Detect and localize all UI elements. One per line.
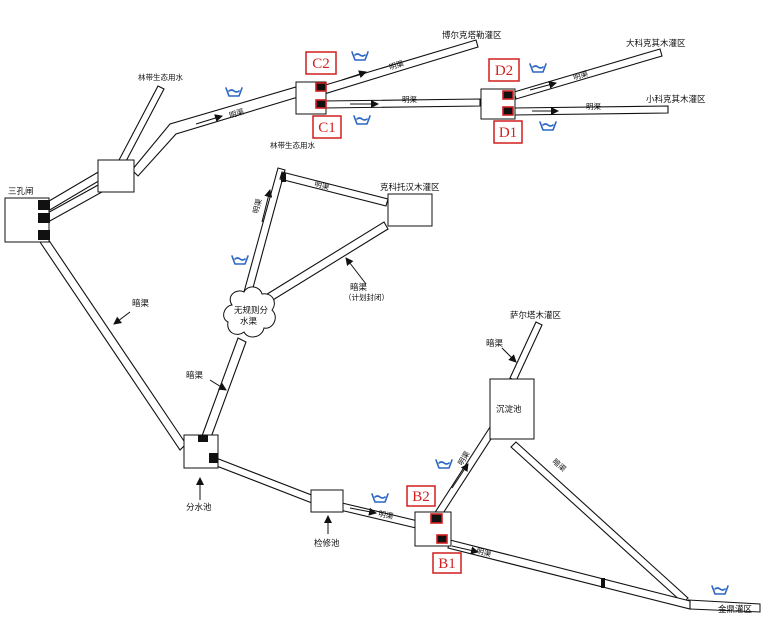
pipe-fenshui-to-jianxiu: [213, 457, 315, 504]
pointer-arrows: [113, 257, 517, 534]
flow-arrow-icon: [349, 507, 377, 516]
label-mingqu-5: 明渠: [586, 101, 601, 111]
water-level-icon: [231, 255, 249, 265]
label-chendian-chi: 沉淀池: [496, 404, 522, 415]
water-level-icon: [225, 87, 243, 97]
label-mingqu-4: 明渠: [572, 68, 590, 82]
water-level-icon: [371, 493, 389, 503]
label-wugui-line1: 无规则分: [234, 305, 269, 316]
mingqu-b-to-chendian: [433, 423, 499, 519]
svg-text:C2: C2: [312, 56, 330, 72]
code-c1: C1: [312, 115, 342, 139]
sankou-gate-box: [4, 197, 50, 243]
label-fenshui-chi: 分水池: [186, 502, 212, 513]
flow-arrow-icon: [451, 463, 469, 489]
code-d2: D2: [488, 58, 520, 82]
label-mingqu-8: 明渠: [378, 508, 395, 521]
gate-triangle-top: [281, 173, 286, 182]
code-d1: D1: [493, 120, 523, 144]
label-dake-irrig: 大科克其木灌区: [626, 38, 686, 49]
fenshui-chi-box: [183, 434, 219, 469]
anqu-sankou-to-fenshui: [39, 235, 187, 451]
label-boer-irrig: 博尔克塔勒灌区: [442, 30, 502, 41]
water-level-icon: [353, 115, 371, 125]
svg-text:B1: B1: [438, 556, 456, 572]
water-level-icons: [225, 51, 729, 595]
ketuo-box: [387, 193, 433, 227]
label-anqu-1: 暗渠: [132, 298, 150, 309]
label-jinding-irrig: 金鼎灌区: [718, 604, 753, 615]
label-anqu-2: 暗渠: [350, 282, 368, 293]
label-linmu-top: 林带生态用水: [138, 72, 183, 82]
label-mingqu-3: 明渠: [402, 94, 417, 104]
anqu-planned-closed: [263, 221, 389, 304]
water-level-icon: [539, 121, 557, 131]
pipe-sankou-to-box: [43, 170, 103, 223]
chendian-chi-box: [489, 378, 535, 440]
water-level-icon: [351, 51, 369, 61]
label-sankou-gate: 三孔闸: [8, 187, 34, 197]
svg-text:D1: D1: [499, 125, 517, 141]
water-level-icon: [711, 585, 729, 595]
flow-arrow-icon: [195, 114, 223, 125]
label-anqu-4: 暗渠: [486, 338, 504, 349]
wugui-cloud: [223, 286, 276, 338]
label-jianxiu-chi: 检修池: [314, 538, 340, 549]
jianxiu-chi-box: [310, 489, 344, 513]
svg-text:C1: C1: [318, 120, 336, 136]
water-level-icon: [435, 459, 453, 469]
mingqu-wugui-to-linmu: [243, 167, 286, 296]
label-mingqu-9: 明渠: [476, 545, 493, 558]
label-xiaoke-irrig: 小科克其木灌区: [646, 94, 706, 105]
label-saer-irrig: 萨尔塔木灌区: [510, 310, 562, 321]
svg-text:D2: D2: [495, 63, 513, 79]
label-linmu-mid: 林带生态用水: [270, 140, 315, 150]
label-mingqu-1: 明渠: [228, 106, 246, 120]
mingqu-to-ketuo: [279, 171, 389, 207]
channel-to-dake: [513, 48, 663, 100]
label-mingqu-6: 明渠: [250, 197, 263, 214]
code-c2: C2: [305, 51, 337, 75]
code-b2: B2: [406, 485, 436, 507]
label-ketuo-irrig: 克科托汉木灌区: [380, 182, 440, 193]
label-anqu-note: （计划封闭）: [344, 292, 389, 302]
anqu-to-saer: [509, 321, 543, 382]
gate-bottom-channel: [601, 578, 605, 588]
flow-arrow-icon: [451, 545, 479, 555]
small-distribution-box: [97, 159, 135, 193]
label-mingqu-7: 明渠: [314, 178, 331, 191]
label-anqu-3: 暗渠: [186, 370, 204, 381]
flow-arrow-icon: [341, 70, 367, 81]
flow-arrow-icon: [529, 80, 557, 91]
label-wugui-line2: 水渠: [240, 316, 258, 327]
label-mingqu-2: 明渠: [388, 58, 406, 72]
b-junction-box: [414, 511, 452, 547]
code-b1: B1: [432, 552, 462, 574]
d-junction-box: [480, 88, 516, 120]
water-level-icon: [529, 63, 547, 73]
flow-arrows: [195, 70, 559, 555]
c-junction-box: [295, 81, 327, 115]
label-anqu-5: 暗渠: [551, 456, 569, 474]
flow-arrow-icon: [261, 189, 273, 223]
svg-text:B2: B2: [412, 489, 430, 505]
